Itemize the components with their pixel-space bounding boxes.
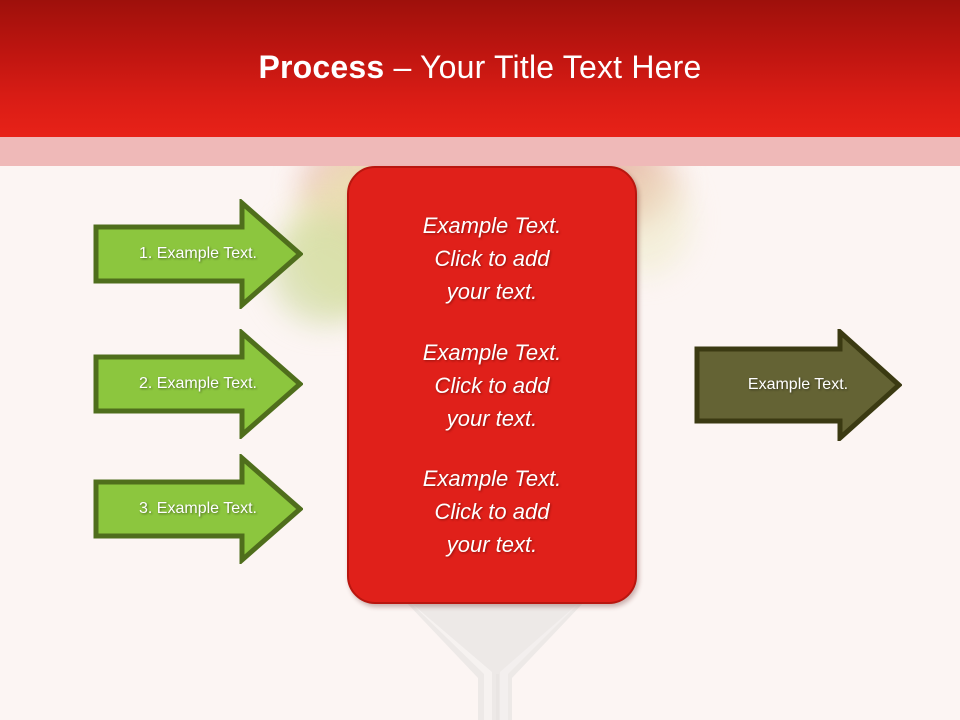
page-title-rest: – Your Title Text Here <box>384 49 702 85</box>
step-arrow-2[interactable]: 2. Example Text. <box>93 329 303 439</box>
arrow-right-icon <box>93 329 303 439</box>
arrow-right-icon <box>694 329 902 441</box>
content-panel[interactable]: Example Text. Click to add your text. Ex… <box>347 166 637 604</box>
content-block-3[interactable]: Example Text. Click to add your text. <box>422 465 562 557</box>
step-arrow-1[interactable]: 1. Example Text. <box>93 199 303 309</box>
result-arrow[interactable]: Example Text. <box>694 329 902 441</box>
step-arrow-3[interactable]: 3. Example Text. <box>93 454 303 564</box>
page-title: Process – Your Title Text Here <box>0 47 960 87</box>
arrow-right-icon <box>93 454 303 564</box>
content-block-1[interactable]: Example Text. Click to add your text. <box>422 213 562 305</box>
page-title-bold: Process <box>258 49 385 85</box>
content-block-2[interactable]: Example Text. Click to add your text. <box>422 339 562 431</box>
title-bar: Process – Your Title Text Here <box>0 0 960 137</box>
fork-silhouette-icon <box>404 600 586 720</box>
title-accent-band <box>0 137 960 166</box>
arrow-right-icon <box>93 199 303 309</box>
